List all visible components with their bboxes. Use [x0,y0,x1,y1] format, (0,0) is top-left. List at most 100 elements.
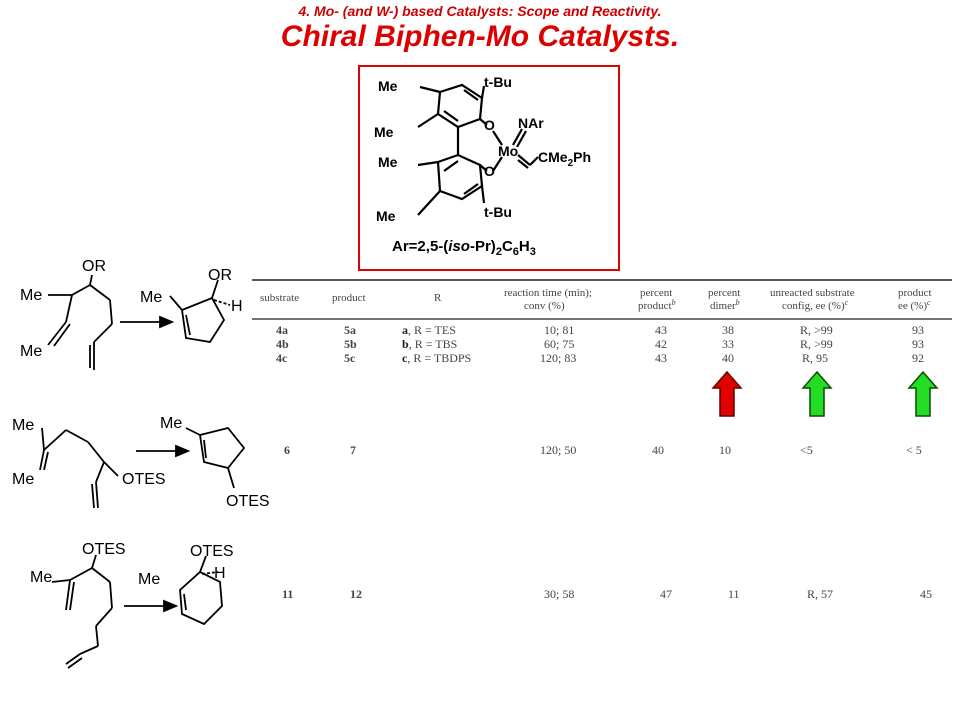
cell-unreacted: R, 57 [807,587,833,601]
catalyst-structure-drawing: Me Me Me Me t-Bu t-Bu O O Mo NAr CMe2Ph … [374,74,591,258]
cell-r-value: , R = TBDPS [407,351,471,365]
cell-time: 120; 50 [540,443,576,457]
header-percent-product-line1: percent [640,287,672,299]
cell-percent-product: 43 [655,323,667,337]
header-percent-product-line2: productb [638,298,676,312]
catalyst-structure-box: Me Me Me Me t-Bu t-Bu O O Mo NAr CMe2Ph … [358,65,620,271]
cell-percent-product: 47 [660,587,672,601]
me-label: Me [30,569,52,586]
footnote-marker: c [927,298,931,307]
me-label: Me [374,124,394,140]
nar-label: NAr [518,115,544,131]
header-time-line1: reaction time (min); [504,287,592,299]
cell-unreacted: <5 [800,443,813,457]
header-percent-dimer-word: dimer [710,300,736,312]
cell-substrate: 11 [282,587,293,601]
otes-label: OTES [226,493,270,510]
header-percent-product-word: product [638,300,672,312]
header-product: product [332,292,366,304]
cell-percent-dimer: 40 [722,351,734,365]
h-label: H [214,565,226,582]
tbu-label: t-Bu [484,204,512,220]
me-label: Me [140,289,162,306]
header-product-ee-word: ee (%) [898,300,927,312]
cell-time: 120; 83 [540,351,576,365]
cell-substrate: 4c [276,351,288,365]
header-unreacted-word: config, ee (%) [782,300,845,312]
or-label: OR [208,267,232,284]
or-label: OR [82,258,106,275]
cme2ph-label: CMe2Ph [538,149,591,169]
cell-r-value: , R = TES [408,323,456,337]
cell-r: a, R = TES [402,323,456,337]
cell-r-key: c [402,351,408,365]
cell-r: c, R = TBDPS [402,351,471,365]
cell-percent-product: 40 [652,443,664,457]
cell-percent-dimer: 10 [719,443,731,457]
cell-product: 5c [344,351,356,365]
footnote-marker: b [672,298,676,307]
cell-substrate: 4b [276,337,289,351]
cell-r-key: a [402,323,408,337]
oxygen-label: O [484,163,495,179]
cell-product-ee: 45 [920,587,932,601]
mo-label: Mo [498,143,518,159]
footnote-marker: b [736,298,740,307]
cell-r: b, R = TBS [402,337,457,351]
slide-title: Chiral Biphen-Mo Catalysts. [280,20,680,53]
cell-percent-dimer: 33 [722,337,734,351]
oxygen-label: O [484,117,495,133]
cell-product-ee: < 5 [906,443,922,457]
cell-product-ee: 93 [912,337,924,351]
header-unreacted-line1: unreacted substrate [770,287,855,299]
highlight-arrows [711,370,939,417]
cell-substrate: 4a [276,323,288,337]
header-product-ee-line1: product [898,287,932,299]
me-label: Me [20,287,42,304]
aryl-definition: Ar=2,5-(iso-Pr)2C6H3 [392,238,536,258]
red-up-arrow-icon [711,370,743,417]
header-product-ee-line2: ee (%)c [898,298,931,312]
green-up-arrow-icon [801,370,833,417]
scheme-row-1 [47,274,231,370]
header-unreacted-line2: config, ee (%)c [782,298,849,312]
me-label: Me [376,208,396,224]
cell-product: 7 [350,443,356,457]
cell-r-value: , R = TBS [409,337,458,351]
cell-time: 60; 75 [544,337,574,351]
cell-product-ee: 93 [912,323,924,337]
cell-unreacted: R, 95 [802,351,828,365]
me-label: Me [378,78,398,94]
tbu-label: t-Bu [484,74,512,90]
cell-percent-product: 43 [655,351,667,365]
cell-product-ee: 92 [912,351,924,365]
scheme-row-3 [51,554,223,669]
cell-time: 10; 81 [544,323,574,337]
cell-unreacted: R, >99 [800,323,833,337]
cell-time: 30; 58 [544,587,574,601]
header-r: R [434,292,442,304]
me-label: Me [378,154,398,170]
reaction-schemes: OR Me Me OR Me H Me Me OTES Me OTES [12,258,270,669]
me-label: Me [20,343,42,360]
cell-r-key: b [402,337,409,351]
cell-percent-product: 42 [655,337,667,351]
me-label: Me [12,471,34,488]
footnote-marker: c [845,298,849,307]
cell-product: 12 [350,587,362,601]
green-up-arrow-icon [907,370,939,417]
h-label: H [231,298,243,315]
otes-label: OTES [122,471,166,488]
header-substrate: substrate [260,292,299,304]
cell-unreacted: R, >99 [800,337,833,351]
scheme-row-2 [39,426,246,509]
me-label: Me [12,417,34,434]
cell-percent-dimer: 38 [722,323,734,337]
header-percent-dimer-line1: percent [708,287,740,299]
me-label: Me [160,415,182,432]
otes-label: OTES [190,543,234,560]
cell-substrate: 6 [284,443,290,457]
header-time-line2: conv (%) [524,300,565,312]
cell-percent-dimer: 11 [728,587,740,601]
cell-product: 5a [344,323,356,337]
